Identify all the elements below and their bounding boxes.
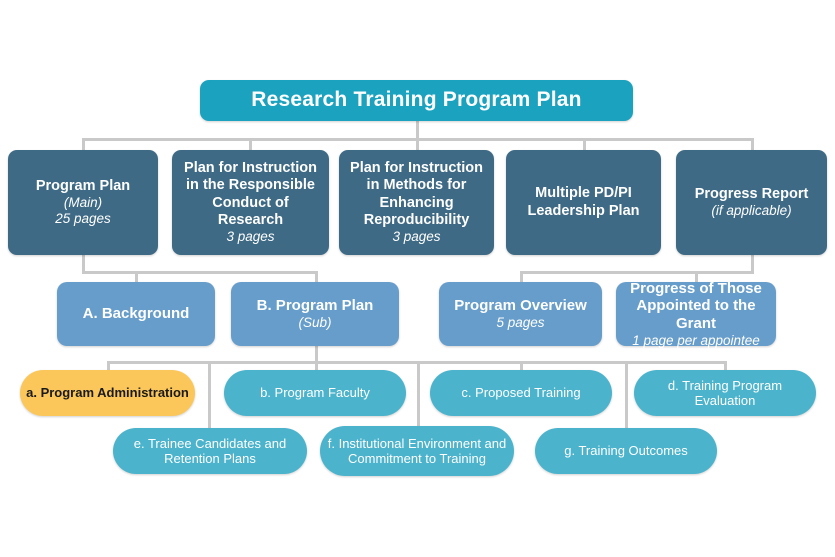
- node-progress-of-those-appointed[interactable]: Progress of Those Appointed to the Grant…: [616, 279, 776, 348]
- node-label: b. Program Faculty: [260, 385, 370, 401]
- node-pagecount: 25 pages: [55, 211, 111, 227]
- node-label: g. Training Outcomes: [564, 443, 688, 459]
- node-progress-report[interactable]: Progress Report (if applicable): [676, 150, 827, 255]
- connector-level2-left-bus: [82, 271, 318, 274]
- connector-level2-drop-overview: [520, 271, 523, 284]
- connector-level1-drop-4: [583, 138, 586, 151]
- node-pagecount: 1 page per appointee: [632, 332, 760, 348]
- connector-level2-drop-a: [135, 271, 138, 284]
- node-label: c. Proposed Training: [461, 385, 581, 401]
- node-label: e. Trainee Candidates and Retention Plan…: [133, 435, 287, 466]
- node-label: Progress Report: [694, 185, 809, 202]
- connector-title-drop: [416, 120, 419, 138]
- node-pagecount: 3 pages: [392, 228, 441, 244]
- node-f-institutional-environment-commitment[interactable]: f. Institutional Environment and Commitm…: [320, 426, 514, 476]
- node-label: B. Program Plan: [256, 297, 374, 315]
- node-research-training-program-plan[interactable]: Research Training Program Plan: [200, 80, 633, 121]
- node-label: Progress of Those Appointed to the Grant: [630, 279, 762, 332]
- node-program-overview[interactable]: Program Overview 5 pages: [439, 282, 602, 346]
- node-g-training-outcomes[interactable]: g. Training Outcomes: [535, 428, 717, 474]
- node-label: f. Institutional Environment and Commitm…: [327, 435, 507, 466]
- node-plan-enhancing-reproducibility[interactable]: Plan for Instruction in Methods for Enha…: [339, 150, 494, 255]
- connector-level3-drop-b: [315, 361, 318, 373]
- node-pagecount: 3 pages: [226, 228, 275, 244]
- connector-level4-drop-g: [625, 361, 628, 430]
- connector-progressreport-drop: [751, 255, 754, 273]
- node-label: Program Overview: [454, 297, 587, 315]
- node-b-program-faculty[interactable]: b. Program Faculty: [224, 370, 406, 416]
- node-label: Plan for Instruction in Methods for Enha…: [350, 160, 483, 228]
- node-sublabel: (Main): [63, 195, 103, 211]
- node-multiple-pd-pi-leadership-plan[interactable]: Multiple PD/PI Leadership Plan: [506, 150, 661, 255]
- connector-level3-drop-a: [107, 361, 110, 373]
- connector-level3-drop-c: [520, 361, 523, 373]
- node-b-program-plan[interactable]: B. Program Plan (Sub): [231, 282, 399, 346]
- node-c-proposed-training[interactable]: c. Proposed Training: [430, 370, 612, 416]
- connector-level3-drop-d: [724, 361, 727, 373]
- connector-level1-drop-2: [249, 138, 252, 151]
- connector-level1-drop-5: [751, 138, 754, 151]
- node-label: Program Plan: [35, 178, 131, 195]
- node-label: Research Training Program Plan: [251, 88, 582, 112]
- node-label: Plan for Instruction in the Responsible …: [184, 160, 317, 228]
- node-plan-responsible-conduct-of-research[interactable]: Plan for Instruction in the Responsible …: [172, 150, 329, 255]
- node-label: a. Program Administration: [26, 385, 189, 401]
- node-e-trainee-candidates-retention-plans[interactable]: e. Trainee Candidates and Retention Plan…: [113, 428, 307, 474]
- node-program-plan[interactable]: Program Plan (Main) 25 pages: [8, 150, 158, 255]
- node-label: d. Training Program Evaluation: [667, 377, 783, 408]
- connector-level2-drop-b: [315, 271, 318, 284]
- connector-level4-drop-f: [417, 361, 420, 430]
- connector-level2-right-bus: [520, 271, 754, 274]
- node-a-program-administration[interactable]: a. Program Administration: [20, 370, 195, 416]
- connector-level4-drop-e: [208, 361, 211, 430]
- connector-level2-drop-progress: [695, 271, 698, 284]
- connector-level1-drop-1: [82, 138, 85, 151]
- connector-level1-drop-3: [416, 138, 419, 151]
- node-pagecount: 5 pages: [496, 314, 545, 330]
- node-label: A. Background: [82, 305, 190, 323]
- node-sublabel: (if applicable): [711, 203, 792, 219]
- node-d-training-program-evaluation[interactable]: d. Training Program Evaluation: [634, 370, 816, 416]
- node-sublabel: (Sub): [298, 314, 332, 330]
- connector-programplan-drop: [82, 255, 85, 273]
- node-label: Multiple PD/PI Leadership Plan: [527, 185, 640, 219]
- node-a-background[interactable]: A. Background: [57, 282, 215, 346]
- connector-bprogramplan-drop: [315, 346, 318, 363]
